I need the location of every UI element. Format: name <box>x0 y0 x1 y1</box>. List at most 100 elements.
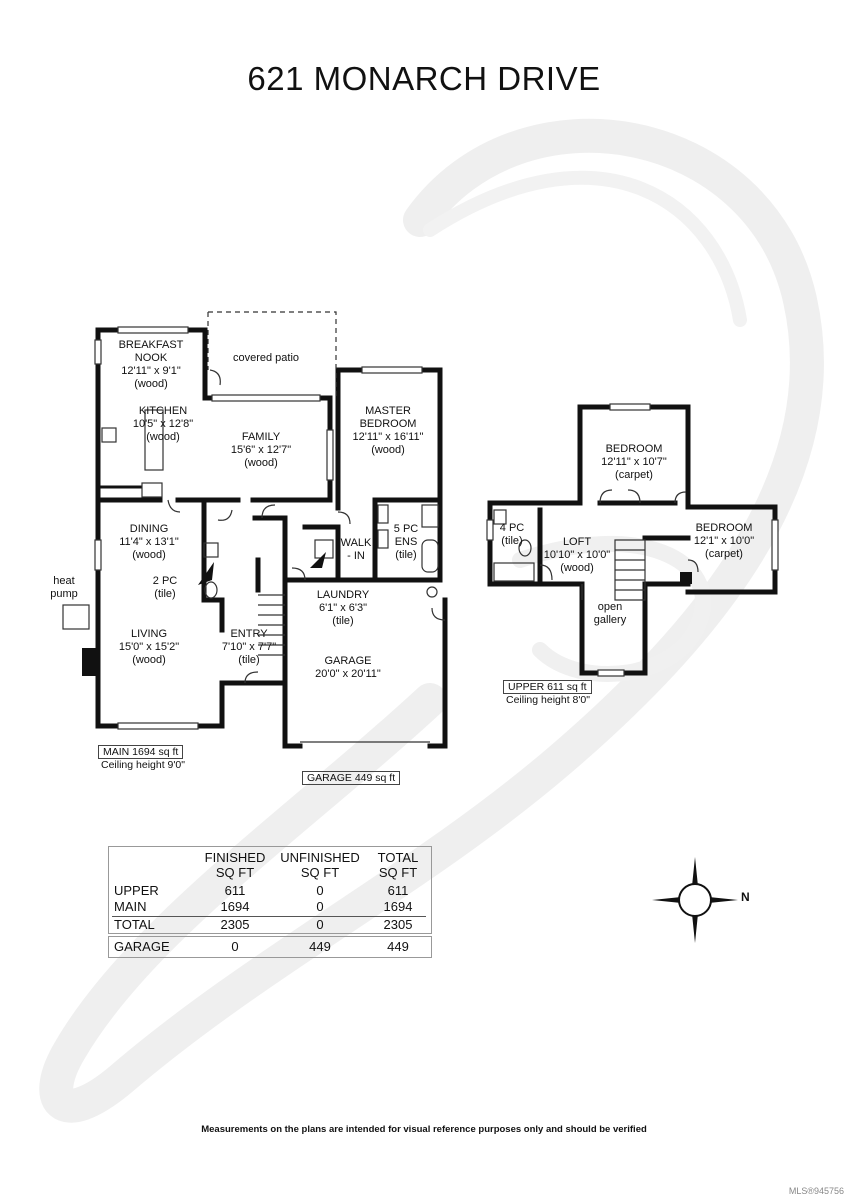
room-label-5pc-ens: 5 PC ENS (tile) <box>384 523 428 562</box>
master-bedroom-name-2: BEDROOM <box>359 418 417 430</box>
room-label-family: FAMILY 15'6" x 12'7" (wood) <box>216 431 306 470</box>
summary-row-garage-label: GARAGE <box>114 939 170 954</box>
breakfast-nook-dims: 12'11" x 9'1" <box>121 365 181 377</box>
laundry-dims: 6'1" x 6'3" <box>318 602 368 614</box>
header-total-line1: TOTAL <box>377 850 419 865</box>
summary-row-upper-finished: 611 <box>224 883 246 898</box>
summary-row-total-finished: 2305 <box>220 917 250 932</box>
open-gallery-name-1: open <box>597 601 623 613</box>
kitchen-dims: 10'5" x 12'8" <box>132 418 194 430</box>
page-title: 621 MONARCH DRIVE <box>247 60 601 97</box>
summary-row-upper-label: UPPER <box>114 883 159 898</box>
summary-frame-garage <box>108 936 432 958</box>
summary-row-main-unfinished: 0 <box>316 899 324 914</box>
summary-row-garage-total: 449 <box>387 939 409 954</box>
summary-row-garage-finished: 0 <box>231 939 239 954</box>
disclaimer-footer: Measurements on the plans are intended f… <box>201 1124 647 1135</box>
four-pc-floor: (tile) <box>501 535 523 547</box>
summary-row-total-unfinished: 0 <box>316 917 324 932</box>
garage-area-tag: GARAGE 449 sq ft <box>302 771 401 785</box>
summary-header-finished: FINISHED SQ FT <box>192 850 278 880</box>
breakfast-nook-name-2: NOOK <box>134 352 168 364</box>
mls-number: MLS®945756 <box>788 1186 844 1196</box>
room-label-master-bedroom: MASTER BEDROOM 12'11" x 16'11" (wood) <box>342 405 434 457</box>
summary-header-unfinished: UNFINISHED SQ FT <box>274 850 366 880</box>
room-label-bedroom-upper-right: BEDROOM 12'1" x 10'0" (carpet) <box>684 522 764 561</box>
loft-floor: (wood) <box>560 562 594 574</box>
summary-row-total-total: 2305 <box>383 917 413 932</box>
five-pc-floor: (tile) <box>395 549 417 561</box>
covered-patio-name: covered patio <box>232 352 300 364</box>
room-label-living: LIVING 15'0" x 15'2" (wood) <box>104 628 194 667</box>
breakfast-nook-name-1: BREAKFAST <box>118 339 184 351</box>
room-label-kitchen: KITCHEN 10'5" x 12'8" (wood) <box>118 405 208 444</box>
summary-row-main-finished: 1694 <box>220 899 250 914</box>
main-area-label: MAIN 1694 sq ft <box>98 745 184 759</box>
summary-frame-main <box>108 846 432 934</box>
room-label-garage: GARAGE 20'0" x 20'11" <box>300 655 396 681</box>
bedroom-b-name: BEDROOM <box>695 522 753 534</box>
room-label-open-gallery: open gallery <box>584 601 636 627</box>
room-label-bedroom-upper-left: BEDROOM 12'11" x 10'7" (carpet) <box>590 443 678 482</box>
bedroom-b-floor: (carpet) <box>705 548 743 560</box>
summary-row-upper-total: 611 <box>387 883 409 898</box>
summary-row-upper-unfinished: 0 <box>316 883 324 898</box>
kitchen-floor: (wood) <box>146 431 180 443</box>
main-area-tag: MAIN 1694 sq ft Ceiling height 9'0" <box>98 745 185 771</box>
heat-pump-name-1: heat <box>53 575 75 587</box>
heat-pump-unit <box>62 604 90 630</box>
two-pc-floor: (tile) <box>154 588 176 600</box>
garage-area-label: GARAGE 449 sq ft <box>302 771 401 785</box>
master-bedroom-name-1: MASTER <box>365 405 411 417</box>
walk-in-name-2: - IN <box>347 550 365 562</box>
laundry-floor: (tile) <box>332 615 354 627</box>
summary-row-total-label: TOTAL <box>114 917 155 932</box>
living-dims: 15'0" x 15'2" <box>118 641 180 653</box>
garage-name: GARAGE <box>324 655 372 667</box>
summary-row-garage-unfinished: 449 <box>309 939 331 954</box>
five-pc-name-2: ENS <box>394 536 418 548</box>
room-label-2pc: 2 PC (tile) <box>140 575 190 601</box>
bedroom-b-dims: 12'1" x 10'0" <box>693 535 755 547</box>
room-label-entry: ENTRY 7'10" x 7'7" (tile) <box>212 628 286 667</box>
area-summary-table: FINISHED SQ FT UNFINISHED SQ FT TOTAL SQ… <box>108 846 432 958</box>
header-finished-line1: FINISHED <box>204 850 266 865</box>
dining-name: DINING <box>129 523 169 535</box>
two-pc-name: 2 PC <box>152 575 178 587</box>
covered-patio-outline <box>208 311 337 398</box>
five-pc-name-1: 5 PC <box>393 523 419 535</box>
upper-area-label: UPPER 611 sq ft <box>503 680 592 694</box>
laundry-name: LAUNDRY <box>316 589 370 601</box>
master-bedroom-floor: (wood) <box>371 444 405 456</box>
open-gallery-name-2: gallery <box>593 614 627 626</box>
walkin-arrow-icon <box>310 552 326 568</box>
dining-floor: (wood) <box>132 549 166 561</box>
bedroom-a-floor: (carpet) <box>615 469 653 481</box>
garage-dims: 20'0" x 20'11" <box>315 668 381 680</box>
entry-arrow-icon <box>198 562 214 585</box>
summary-header-total: TOTAL SQ FT <box>370 850 426 880</box>
summary-row-main-label: MAIN <box>114 899 147 914</box>
family-floor: (wood) <box>244 457 278 469</box>
compass-icon <box>652 857 738 943</box>
walk-in-name-1: WALK <box>340 537 372 549</box>
family-name: FAMILY <box>241 431 281 443</box>
main-floor-west-wall <box>95 327 285 729</box>
summary-total-divider <box>112 916 426 917</box>
header-finished-line2: SQ FT <box>215 865 255 880</box>
upper-ceiling-height: Ceiling height 8'0" <box>506 694 590 706</box>
room-label-laundry: LAUNDRY 6'1" x 6'3" (tile) <box>300 589 386 628</box>
heat-pump-name-2: pump <box>50 588 78 600</box>
header-unfinished-line2: SQ FT <box>300 865 340 880</box>
room-label-covered-patio: covered patio <box>214 352 318 365</box>
entry-name: ENTRY <box>230 628 268 640</box>
room-label-4pc: 4 PC (tile) <box>492 522 532 548</box>
header-unfinished-line1: UNFINISHED <box>280 850 360 865</box>
bedroom-a-name: BEDROOM <box>605 443 663 455</box>
entry-dims: 7'10" x 7'7" <box>221 641 277 653</box>
living-floor: (wood) <box>132 654 166 666</box>
four-pc-name: 4 PC <box>499 522 525 534</box>
upper-area-tag: UPPER 611 sq ft Ceiling height 8'0" <box>503 680 592 706</box>
room-label-dining: DINING 11'4" x 13'1" (wood) <box>106 523 192 562</box>
